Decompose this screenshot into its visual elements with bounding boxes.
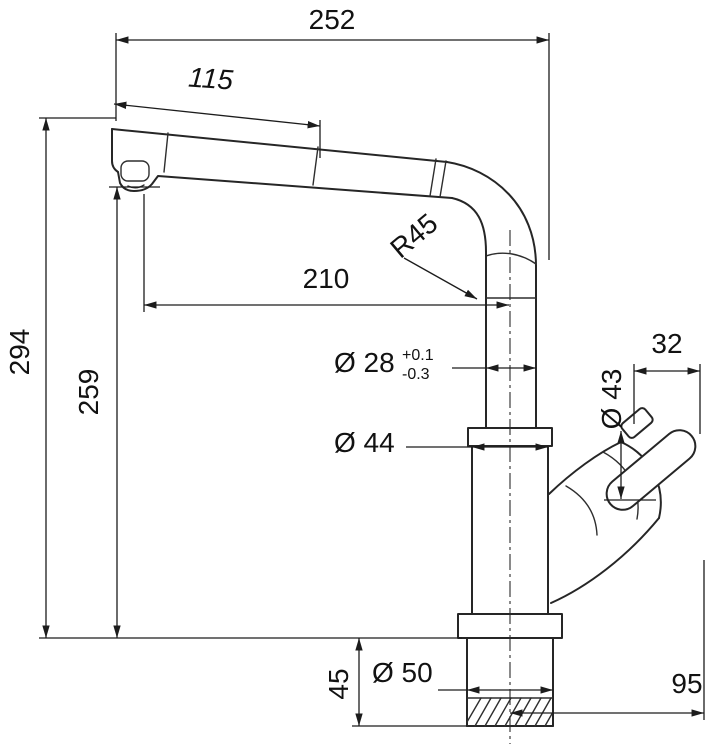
dim-overall-height-label: 294 [4,329,35,376]
dim-body-diameter-label: Ø 44 [334,427,395,458]
dim-handle-reach: 95 [510,560,705,720]
dim-overall-width-label: 252 [309,4,356,35]
dim-spout-reach: 210 [143,194,509,312]
dim-outlet-height-label: 259 [73,369,104,416]
faucet-outline [111,128,697,744]
dim-handle-cap-width: 32 [633,328,701,434]
dim-body-diameter: Ø 44 [334,427,548,458]
dim-outlet-height: 259 [73,186,160,638]
dim-overall-width: 252 [115,4,550,260]
handle-lever [605,407,697,511]
dim-bend-radius-label: R45 [384,207,443,264]
dim-bend-radius: R45 [384,207,478,300]
dim-handle-diameter: Ø 43 [596,369,656,501]
dim-riser-diameter-label: Ø 28 [334,347,395,378]
dim-spout-head-length: 115 [113,62,321,158]
dim-shank-diameter-label: Ø 50 [372,657,433,688]
dim-handle-reach-label: 95 [671,668,702,699]
dim-spout-head-length-label: 115 [187,62,234,96]
dim-under-counter-depth: 45 [323,638,467,727]
dim-spout-reach-label: 210 [303,263,350,294]
dim-handle-cap-width-label: 32 [651,328,682,359]
spray-nozzle [120,160,150,182]
dim-riser-tol-minus: -0.3 [402,366,430,383]
dim-riser-tol-plus: +0.1 [402,347,434,364]
dim-overall-height: 294 [4,117,462,639]
dim-shank-diameter: Ø 50 [372,657,553,694]
dim-handle-diameter-label: Ø 43 [596,369,627,430]
dim-under-counter-depth-label: 45 [323,668,354,699]
dim-riser-diameter: Ø 28 +0.1 -0.3 [334,347,536,383]
